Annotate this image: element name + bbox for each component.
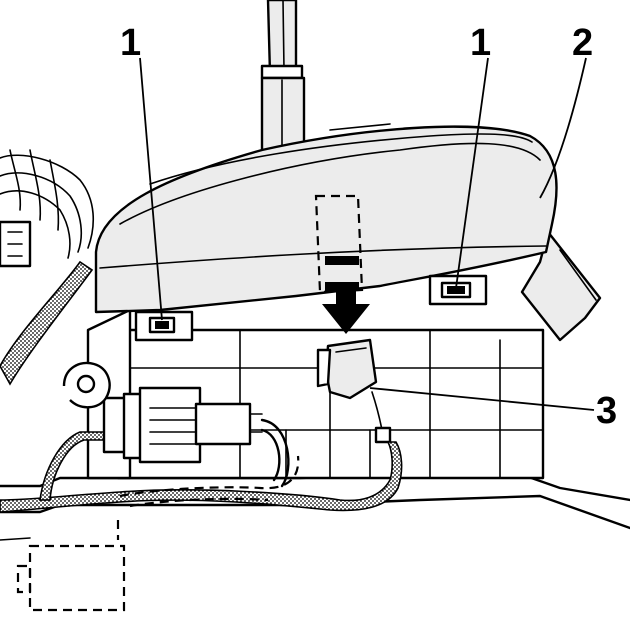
mounting-eyelet <box>62 361 111 409</box>
hidden-routing <box>116 455 300 540</box>
callout-3: 3 <box>596 390 618 432</box>
shift-lever-shaft <box>260 0 306 152</box>
plug-connector <box>316 338 392 444</box>
callout-2: 2 <box>572 22 594 64</box>
inline-connector <box>102 386 290 488</box>
selector-cover <box>94 123 558 314</box>
retaining-clip-right <box>428 274 488 306</box>
callout-1-left: 1 <box>120 22 142 64</box>
control-unit-outline <box>16 544 126 612</box>
leader-lines <box>139 57 595 411</box>
right-support-arm <box>520 230 602 342</box>
retaining-clip-left <box>134 310 194 342</box>
connector-install-path <box>314 194 370 334</box>
callout-1-right: 1 <box>470 22 492 64</box>
insertion-arrow-icon <box>322 290 370 334</box>
